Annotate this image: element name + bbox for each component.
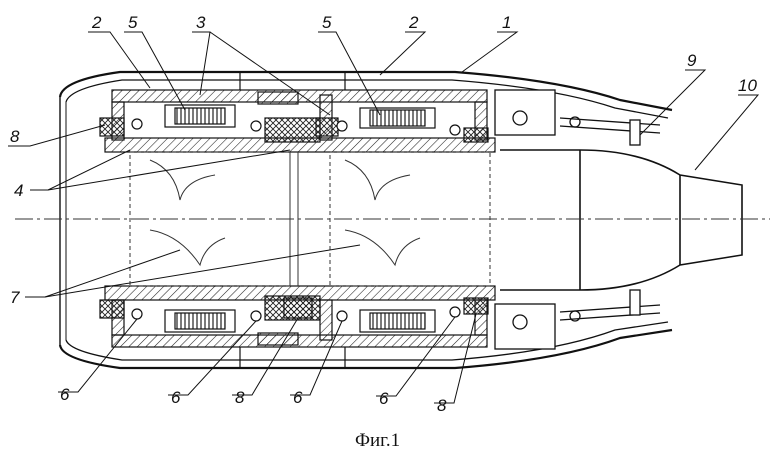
nozzle <box>500 150 742 290</box>
label-6-c: 6 <box>293 388 303 407</box>
figure-caption: Фиг.1 <box>355 430 400 451</box>
label-5-left: 5 <box>128 13 138 32</box>
label-8-right: 8 <box>437 396 447 415</box>
label-8-left: 8 <box>10 127 20 146</box>
part-labels: 2 5 3 5 2 1 9 10 8 4 7 6 6 8 6 6 8 <box>10 13 757 415</box>
label-8-middle: 8 <box>235 388 245 407</box>
label-6-b: 6 <box>171 388 181 407</box>
label-6-d: 6 <box>379 389 389 408</box>
label-5-right: 5 <box>322 13 332 32</box>
label-2-left: 2 <box>91 13 102 32</box>
label-2-right: 2 <box>408 13 419 32</box>
label-9: 9 <box>687 51 697 70</box>
label-10: 10 <box>738 76 757 95</box>
label-1: 1 <box>502 13 511 32</box>
label-6-a: 6 <box>60 385 70 404</box>
label-7: 7 <box>10 288 20 307</box>
label-3: 3 <box>196 13 206 32</box>
label-4: 4 <box>14 181 23 200</box>
